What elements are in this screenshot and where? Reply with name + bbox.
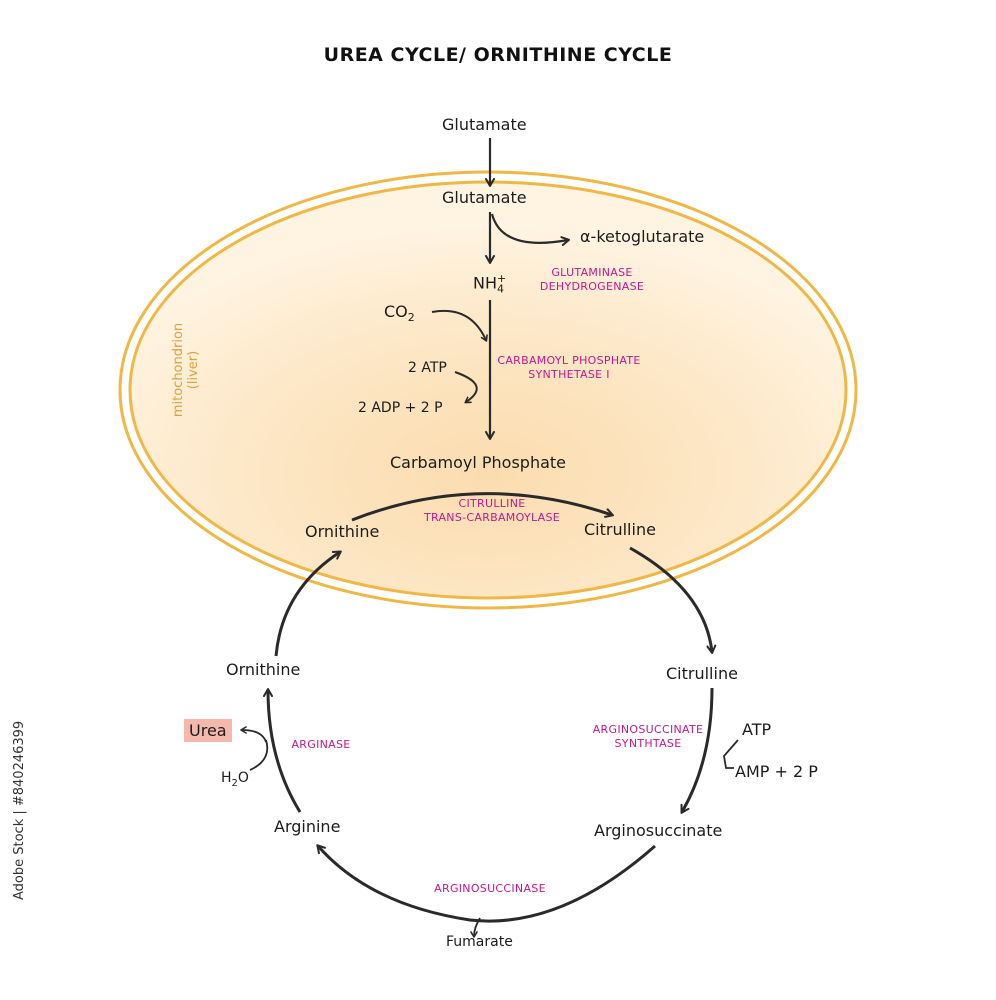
enzyme-otc-line2: TRANS-CARBAMOYLASE [423, 511, 561, 524]
compartment-label-line1: mitochondrion [171, 322, 186, 418]
arrow-citrulline-export [629, 546, 717, 654]
carbamoyl-phosphate: Carbamoyl Phosphate [390, 453, 567, 472]
enzyme-cps1-line2: SYNTHETASE I [528, 368, 610, 381]
adp-2: 2 ADP + 2 P [358, 400, 443, 416]
water-end: O [237, 770, 249, 786]
arrow-co2-join [431, 309, 488, 342]
enzyme-otc: CITRULLINE TRANS-CARBAMOYLASE [412, 497, 572, 525]
glutamate-inner: Glutamate [442, 188, 527, 207]
water-base: H [221, 770, 232, 786]
ammonium-base: NH [473, 273, 497, 293]
arrow-atp-to-amp [723, 739, 739, 769]
ornithine-inner: Ornithine [305, 522, 380, 541]
enzyme-glutaminase-line1: GLUTAMINASE [551, 266, 633, 279]
ammonium-sup: + [497, 272, 507, 285]
atp-2: 2 ATP [408, 360, 447, 376]
ammonium-sub: 4 [497, 282, 504, 296]
atp: ATP [742, 720, 772, 739]
arrow-argininosuccinate-to-arginine [316, 844, 656, 923]
enzyme-cps1-line1: CARBAMOYL PHOSPHATE [497, 354, 641, 367]
ammonium: NH4+ [473, 272, 506, 296]
amp: AMP + 2 P [735, 762, 818, 781]
arrow-citrulline-to-argininosuccinate [680, 687, 714, 814]
co2-base: CO [384, 302, 408, 321]
enzyme-otc-line1: CITRULLINE [458, 497, 526, 510]
arrow-urea-out [240, 726, 267, 743]
arginine: Arginine [274, 817, 341, 836]
enzyme-ass-line2: SYNTHTASE [614, 737, 682, 750]
enzyme-glutaminase-line2: DEHYDROGENASE [539, 280, 645, 293]
co2-sub: 2 [407, 311, 415, 325]
argininosuccinate: Arginosuccinate [594, 821, 723, 840]
compartment-label-line2: (liver) [186, 350, 201, 390]
citrulline-inner: Citrulline [584, 520, 656, 539]
arrow-ornithine-to-citrulline [351, 492, 614, 522]
fumarate: Fumarate [446, 934, 513, 950]
water-sub: 2 [231, 777, 238, 789]
enzyme-ass-line1: ARGINOSUCCINATE [592, 723, 704, 736]
enzyme-ass: ARGINOSUCCINATE SYNTHTASE [578, 723, 718, 751]
enzyme-glutaminase: GLUTAMINASE DEHYDROGENASE [532, 266, 652, 294]
arrow-atp-to-adp [454, 371, 478, 404]
carbon-dioxide: CO2 [384, 302, 415, 324]
arrow-to-fumarate [470, 917, 481, 938]
arrow-arginine-to-ornithine [263, 688, 302, 813]
arrow-to-alpha-ketoglutarate [490, 213, 570, 247]
glutamate-outer: Glutamate [442, 115, 527, 134]
water: H2O [221, 770, 249, 789]
stock-watermark: Adobe Stock | #840246399 [12, 720, 27, 900]
mitochondrion-inner-membrane [128, 180, 848, 600]
diagram-title: UREA CYCLE/ ORNITHINE CYCLE [323, 44, 673, 66]
arrow-ornithine-import [274, 550, 342, 657]
enzyme-arginase: ARGINASE [291, 738, 351, 751]
alpha-ketoglutarate: α-ketoglutarate [580, 227, 705, 246]
urea: Urea [184, 719, 232, 742]
enzyme-cps1: CARBAMOYL PHOSPHATE SYNTHETASE I [496, 354, 642, 382]
arrow-water-in [249, 739, 269, 771]
citrulline-outer: Citrulline [666, 664, 738, 683]
enzyme-asl: ARGINOSUCCINASE [434, 882, 546, 895]
mitochondrion-outer-membrane [118, 170, 858, 610]
ornithine-outer: Ornithine [226, 660, 301, 679]
compartment-label: mitochondrion (liver) [171, 320, 201, 420]
